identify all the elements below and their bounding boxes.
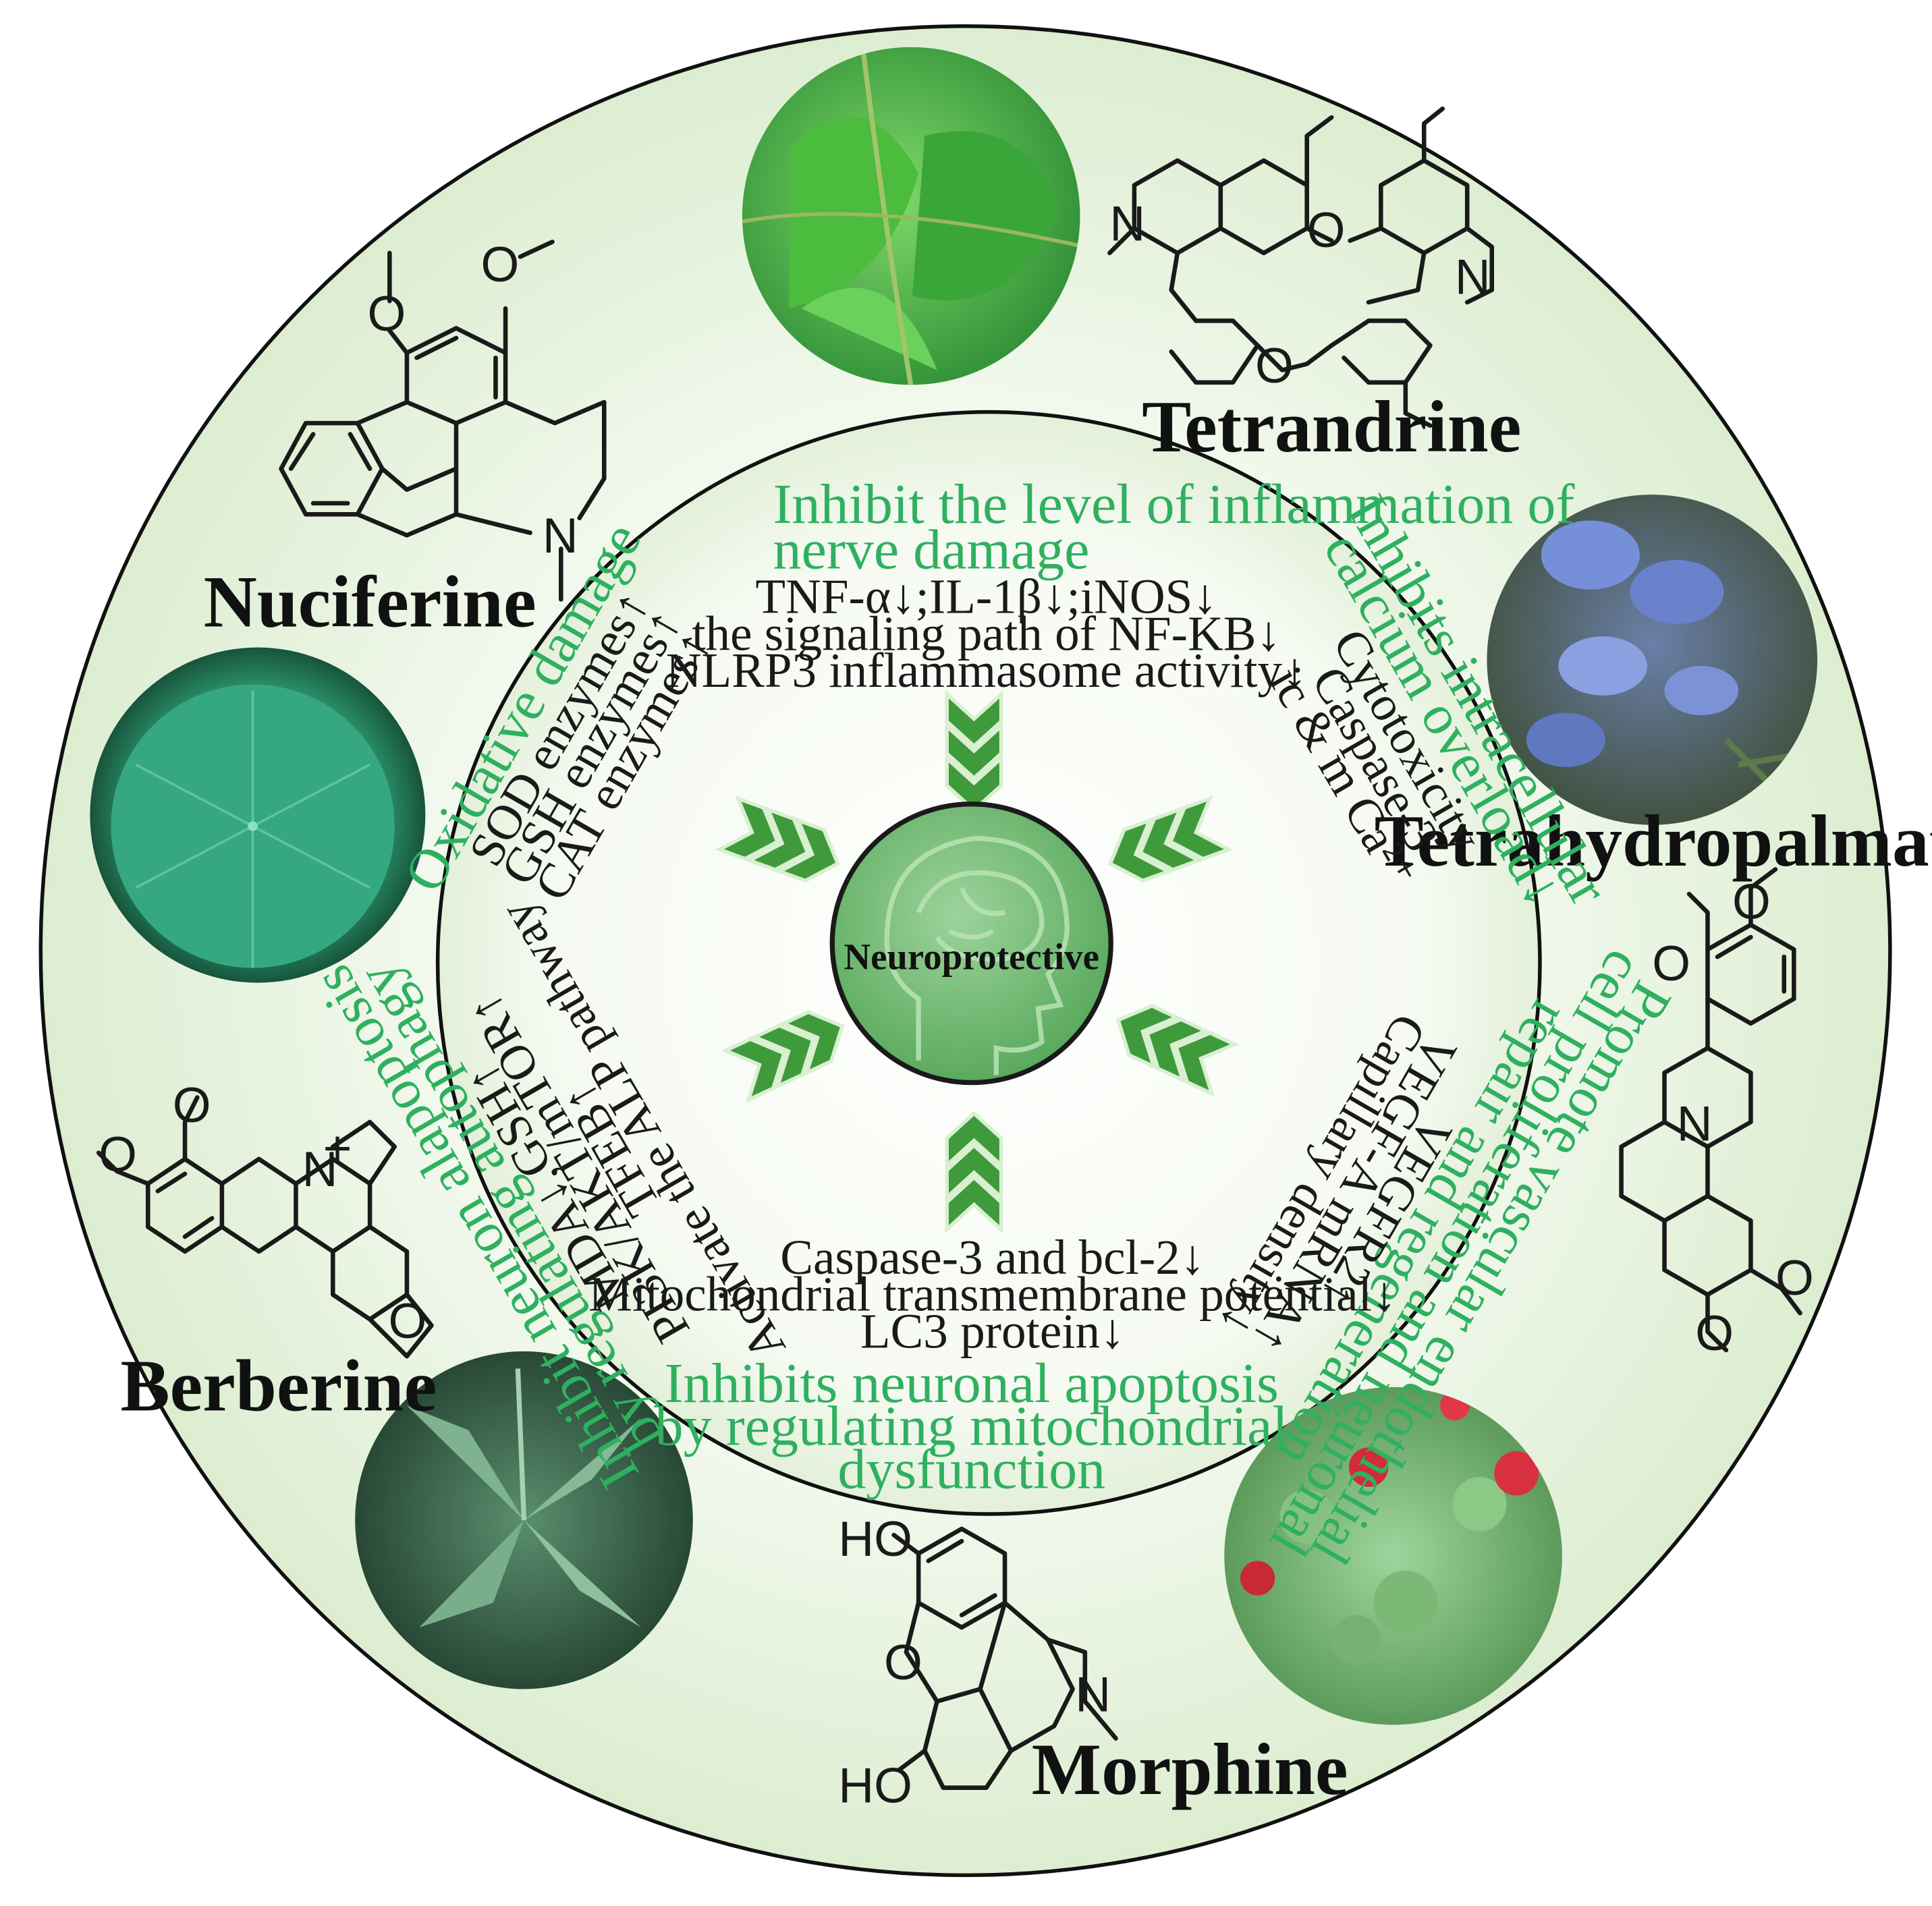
chevron-icon	[745, 806, 810, 872]
chevron-icon	[945, 754, 1003, 813]
chevron-icon	[945, 1143, 1003, 1202]
mechanism-top-heading-line2: nerve damage	[773, 519, 1090, 582]
corydalis-flower-photo	[1487, 495, 1818, 825]
mechanism-bottom-heading-line2: by regulating mitochondrial	[655, 1395, 1288, 1458]
compound-name-berberine: Berberine	[121, 1345, 437, 1427]
chevron-icon	[1115, 1003, 1182, 1070]
svg-text:O: O	[884, 1635, 922, 1690]
chevron-icon	[945, 1175, 1003, 1234]
chevron-icon	[945, 690, 1003, 749]
mechanism-top-item: TNF-α↓;IL-1β↓;iNOS↓	[755, 569, 1217, 623]
chevron-lower-left	[721, 1010, 845, 1104]
brain-head-icon	[884, 836, 1070, 1075]
chevron-icon	[1144, 1017, 1211, 1084]
chevron-lower-right	[1115, 1003, 1240, 1097]
mechanism-bottom-item: LC3 protein↓	[860, 1304, 1125, 1358]
chevron-icon	[945, 1111, 1003, 1170]
lotus-leaf-photo	[90, 647, 426, 983]
svg-text:O: O	[1732, 875, 1771, 930]
svg-text:O: O	[1652, 936, 1690, 991]
coptis-leaf-photo	[355, 1351, 693, 1689]
compound-name-tetrandrine: Tetrandrine	[1142, 385, 1521, 468]
mechanism-bottom-heading-line3: dysfunction	[837, 1438, 1105, 1501]
chevron-icon	[721, 1037, 787, 1104]
chevron-icon	[1168, 795, 1234, 861]
neuroprotective-center: Neuroprotective	[829, 802, 1113, 1086]
chevron-upper-right	[1107, 795, 1234, 883]
chevron-icon	[945, 722, 1003, 781]
mechanism-bottom-item: Caspase-3 and bcl-2↓	[780, 1230, 1205, 1285]
svg-text:O: O	[1695, 1306, 1734, 1361]
compound-name-tetrahydropalmatine: Tetrahydropalmatine	[1375, 800, 1932, 882]
chevron-icon	[779, 1010, 845, 1076]
poppy-field-photo	[1224, 1386, 1562, 1725]
chevron-icon	[775, 817, 840, 883]
mechanism-top: Inhibit the level of inflammation of ner…	[666, 473, 1575, 698]
tetrandrine-structure: O O N N	[1107, 106, 1495, 428]
mechanism-bottom: Caspase-3 and bcl-2↓ Mitochondrial trans…	[588, 1230, 1396, 1501]
berberine-structure: N + O O O	[96, 1078, 434, 1359]
mechanism-top-item: NLRP3 inflammasome activity↓	[666, 643, 1307, 698]
compound-name-nuciferine: Nuciferine	[204, 561, 536, 643]
mechanism-bottom-item: Mitochondrial transmembrane potential↓	[588, 1267, 1396, 1322]
chevron-top	[945, 690, 1003, 813]
chevron-bottom	[945, 1111, 1003, 1234]
mechanism-bottom-heading-line1: Inhibits neuronal apoptosis	[665, 1352, 1279, 1415]
chevron-icon	[1138, 806, 1203, 872]
center-label: Neuroprotective	[844, 936, 1099, 977]
chevron-icon	[1174, 1031, 1240, 1097]
svg-text:O: O	[1775, 1251, 1814, 1306]
svg-text:O: O	[481, 237, 520, 292]
chevron-icon	[715, 795, 780, 861]
svg-text:O: O	[173, 1078, 211, 1133]
svg-text:N: N	[1075, 1667, 1111, 1722]
svg-text:N: N	[1109, 197, 1145, 252]
compound-name-morphine: Morphine	[1032, 1728, 1348, 1810]
svg-text:+: +	[323, 1121, 352, 1176]
chevron-arrows	[715, 690, 1240, 1234]
svg-text:N: N	[1677, 1096, 1713, 1151]
tetrahydropalmatine-structure: N O O O O	[1619, 867, 1814, 1361]
chevron-icon	[1107, 817, 1173, 883]
svg-text:O: O	[1255, 339, 1294, 393]
mechanism-top-heading-line1: Inhibit the level of inflammation of	[773, 473, 1575, 536]
svg-text:O: O	[367, 287, 406, 341]
svg-text:N: N	[302, 1142, 338, 1197]
svg-text:O: O	[389, 1294, 427, 1349]
mechanism-top-item: the signaling path of NF-KB↓	[692, 606, 1281, 661]
stephania-vine-photo	[742, 47, 1080, 385]
svg-text:HO: HO	[838, 1759, 912, 1814]
morphine-structure: HO O N HO	[838, 1512, 1118, 1814]
svg-text:HO: HO	[838, 1512, 912, 1567]
atom-n: N	[543, 509, 578, 563]
svg-text:N: N	[1455, 250, 1491, 304]
nuciferine-structure: N O O	[279, 237, 607, 602]
svg-text:O: O	[99, 1127, 137, 1182]
svg-text:O: O	[1307, 203, 1346, 258]
chevron-upper-left	[715, 795, 840, 883]
chevron-icon	[750, 1024, 816, 1090]
